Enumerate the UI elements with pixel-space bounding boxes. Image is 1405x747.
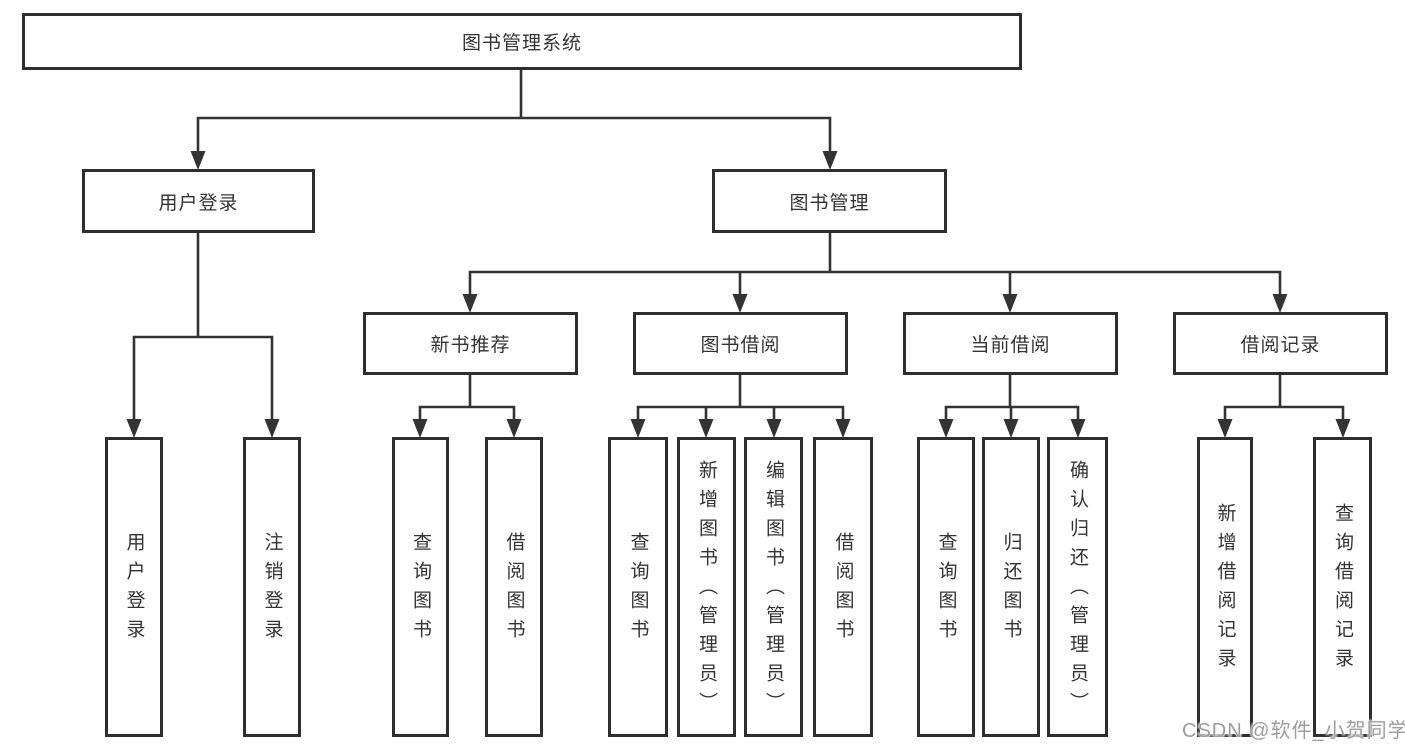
csdn-watermark: CSDN @软件_小贺同学: [1182, 720, 1405, 742]
leaf-borrow-books-recommend: 借阅图书: [485, 437, 543, 737]
leaf-borrow-books: 借阅图书: [813, 437, 873, 737]
leaf-edit-books-admin: 编辑图书（管理员）: [744, 437, 803, 737]
leaf-confirm-return-admin: 确认归还（管理员）: [1047, 437, 1108, 737]
node-library-management-system: 图书管理系统: [22, 13, 1022, 70]
node-new-book-recommendation: 新书推荐: [363, 312, 578, 375]
node-user-login: 用户登录: [82, 169, 315, 233]
node-current-borrowing: 当前借阅: [903, 312, 1118, 375]
leaf-user-login: 用户登录: [105, 437, 163, 737]
leaf-add-books-admin: 新增图书（管理员）: [677, 437, 736, 737]
leaf-query-books-borrow: 查询图书: [608, 437, 668, 737]
node-book-management: 图书管理: [712, 169, 947, 233]
leaf-query-borrow-record: 查询借阅记录: [1313, 437, 1372, 737]
leaf-add-borrow-record: 新增借阅记录: [1197, 437, 1253, 737]
leaf-logout: 注销登录: [243, 437, 301, 737]
node-book-borrowing: 图书借阅: [633, 312, 848, 375]
leaf-query-books-current: 查询图书: [917, 437, 975, 737]
node-borrowing-records: 借阅记录: [1173, 312, 1388, 375]
leaf-query-books-recommend: 查询图书: [392, 437, 449, 737]
leaf-return-books: 归还图书: [982, 437, 1040, 737]
